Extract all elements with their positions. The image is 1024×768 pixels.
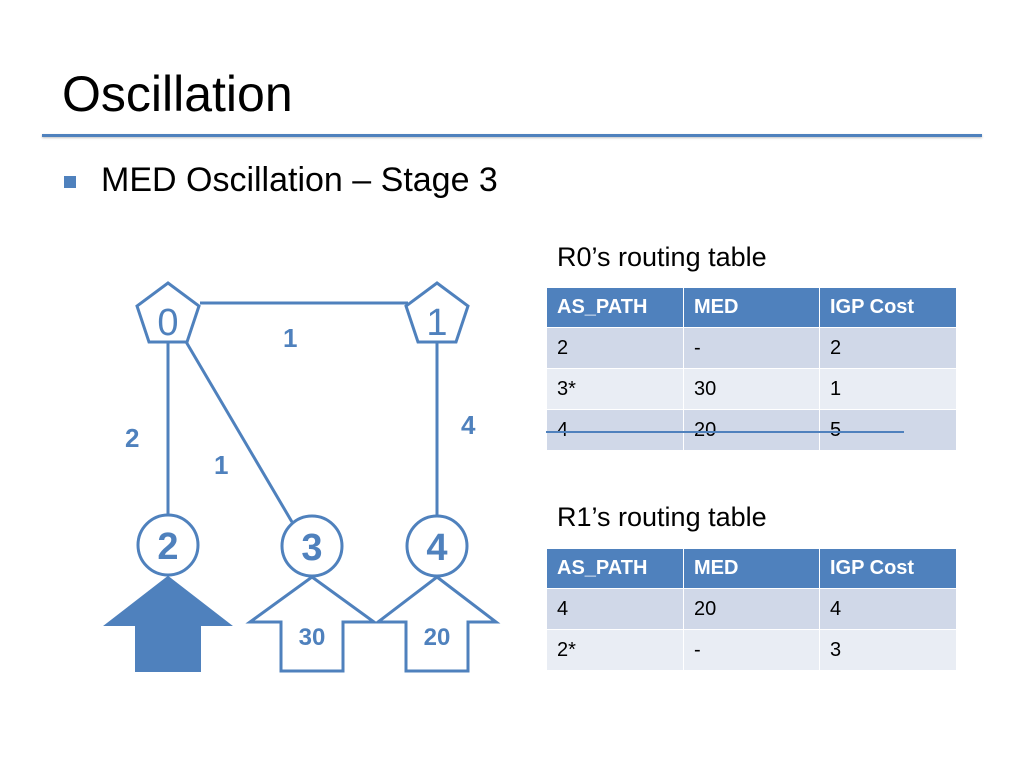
router-node-2-label: 2 xyxy=(157,526,178,568)
column-header: IGP Cost xyxy=(819,287,957,328)
up-arrow-icon-3: 30 xyxy=(245,575,379,673)
r1-table-caption: R1’s routing table xyxy=(557,502,767,532)
router-node-4: 4 xyxy=(405,514,469,578)
edge-0-1-weight: 1 xyxy=(283,323,297,353)
table-cell: 5 xyxy=(819,409,957,451)
router-node-3: 3 xyxy=(280,514,344,578)
column-header: IGP Cost xyxy=(819,548,957,589)
router-node-1-label: 1 xyxy=(426,302,447,344)
table-cell: 20 xyxy=(683,588,820,630)
edge-0-2-weight: 2 xyxy=(125,423,139,453)
edge-1-4-weight: 4 xyxy=(461,410,476,440)
table-row: 2* - 3 xyxy=(546,629,957,671)
arrow-4-med-label: 20 xyxy=(424,624,451,651)
table-cell: - xyxy=(683,629,820,671)
table-cell: 20 xyxy=(683,409,820,451)
edge-0-3-weight: 1 xyxy=(214,450,228,480)
table-row: 2 - 2 xyxy=(546,327,957,369)
arrow-3-med-label: 30 xyxy=(299,624,326,651)
up-arrow-icon-4: 20 xyxy=(373,575,501,673)
r1-routing-table: AS_PATH MED IGP Cost 4 20 4 2* - 3 xyxy=(546,548,957,671)
table-row-struck: 4 20 5 xyxy=(546,409,957,451)
edge-0-3 xyxy=(183,339,294,523)
title-divider xyxy=(42,134,982,137)
table-header-row: AS_PATH MED IGP Cost xyxy=(546,548,957,589)
strikethrough-line xyxy=(546,431,904,433)
slide-title: Oscillation xyxy=(62,66,293,122)
column-header: AS_PATH xyxy=(546,548,684,589)
up-arrow-icon-2 xyxy=(103,575,233,672)
table-cell: 4 xyxy=(819,588,957,630)
table-cell: 2* xyxy=(546,629,684,671)
table-cell: 1 xyxy=(819,368,957,410)
router-node-0-label: 0 xyxy=(157,302,178,344)
router-node-2: 2 xyxy=(136,513,200,577)
column-header: MED xyxy=(683,548,820,589)
column-header: MED xyxy=(683,287,820,328)
table-cell: 2 xyxy=(819,327,957,369)
router-node-4-label: 4 xyxy=(426,527,447,569)
router-node-1: 1 xyxy=(404,281,470,344)
table-cell: 30 xyxy=(683,368,820,410)
router-node-0: 0 xyxy=(135,281,201,344)
r0-table-caption: R0’s routing table xyxy=(557,242,767,272)
r0-routing-table: AS_PATH MED IGP Cost 2 - 2 3* 30 1 4 20 … xyxy=(546,287,957,451)
bullet-square-icon xyxy=(64,176,76,188)
router-node-3-label: 3 xyxy=(301,527,322,569)
table-row: 3* 30 1 xyxy=(546,368,957,410)
column-header: AS_PATH xyxy=(546,287,684,328)
table-cell: 3 xyxy=(819,629,957,671)
table-cell: 2 xyxy=(546,327,684,369)
table-cell: 3* xyxy=(546,368,684,410)
table-cell: 4 xyxy=(546,588,684,630)
bullet-text: MED Oscillation – Stage 3 xyxy=(101,161,498,199)
table-cell: 4 xyxy=(546,409,684,451)
table-cell: - xyxy=(683,327,820,369)
table-row: 4 20 4 xyxy=(546,588,957,630)
table-header-row: AS_PATH MED IGP Cost xyxy=(546,287,957,328)
